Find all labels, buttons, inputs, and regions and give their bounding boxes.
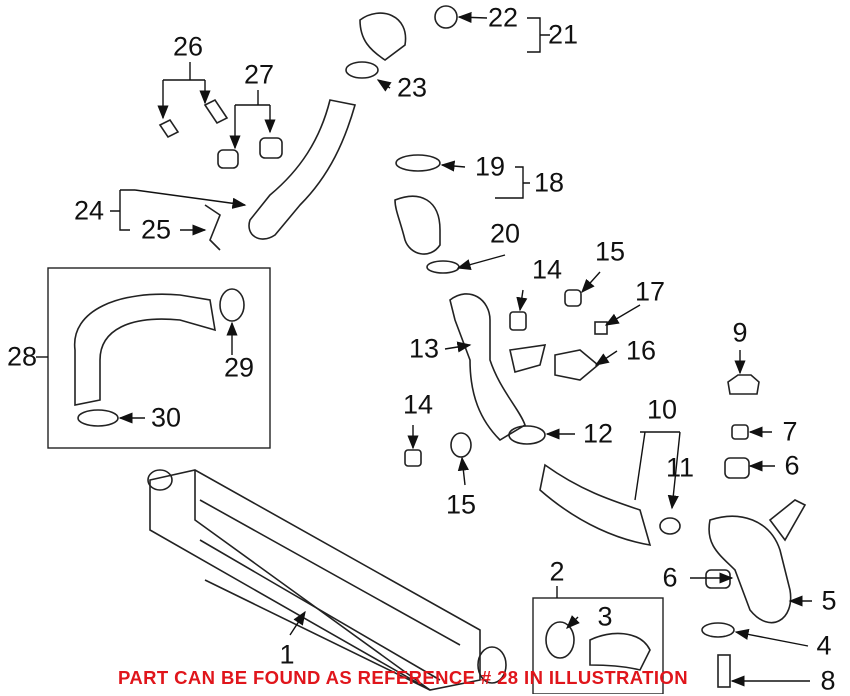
callout-14b: 14 (402, 389, 434, 420)
part-19-clamp (395, 154, 441, 172)
callout-16: 16 (625, 335, 657, 366)
callout-20: 20 (489, 218, 521, 249)
callout-6: 6 (784, 450, 800, 481)
part-12-clamp (508, 425, 546, 445)
callout-10: 10 (646, 394, 678, 425)
callout-3: 3 (597, 601, 613, 632)
part-20-clamp (426, 260, 460, 274)
callout-26: 26 (172, 31, 204, 62)
callout-21: 21 (547, 19, 579, 50)
callout-22: 22 (487, 2, 519, 33)
part-29-ring (219, 288, 245, 322)
part-28-hose (74, 293, 216, 406)
part-10-hose (539, 463, 652, 546)
part-5-pipe (708, 515, 792, 624)
bracket-lines (36, 17, 680, 598)
callout-1: 1 (279, 639, 295, 670)
part-25-clip (204, 204, 221, 251)
callout-27: 27 (243, 59, 275, 90)
callout-12: 12 (582, 418, 614, 449)
part-24-pipe (248, 99, 357, 240)
part-13-pipe (449, 293, 526, 442)
callout-2: 2 (549, 556, 565, 587)
part-1-intercooler (147, 469, 507, 691)
part-26-bolts (158, 98, 229, 139)
callout-5: 5 (821, 585, 837, 616)
part-30-clamp (77, 409, 119, 427)
callout-7: 7 (782, 416, 798, 447)
part-28-box (47, 267, 271, 449)
callout-23: 23 (396, 72, 428, 103)
callout-28: 28 (6, 341, 38, 372)
part-2-box (532, 597, 664, 694)
callout-25: 25 (140, 214, 172, 245)
callout-29: 29 (223, 352, 255, 383)
reference-note: PART CAN BE FOUND AS REFERENCE # 28 IN I… (118, 667, 688, 688)
leader-lines (118, 11, 812, 687)
part-21-hose (345, 5, 458, 79)
callout-9: 9 (732, 317, 748, 348)
callout-17: 17 (634, 276, 666, 307)
callout-13: 13 (408, 333, 440, 364)
callout-6b: 6 (662, 562, 678, 593)
part-18-hose (394, 195, 441, 255)
callout-4: 4 (816, 630, 832, 661)
callout-14: 14 (531, 254, 563, 285)
part-27-bushing (217, 149, 239, 169)
callout-30: 30 (150, 402, 182, 433)
callout-15b: 15 (445, 489, 477, 520)
callout-18: 18 (533, 167, 565, 198)
callout-11: 11 (665, 452, 695, 483)
callout-8: 8 (820, 665, 836, 696)
callout-19: 19 (474, 151, 506, 182)
callout-15: 15 (594, 236, 626, 267)
callout-24: 24 (73, 195, 105, 226)
